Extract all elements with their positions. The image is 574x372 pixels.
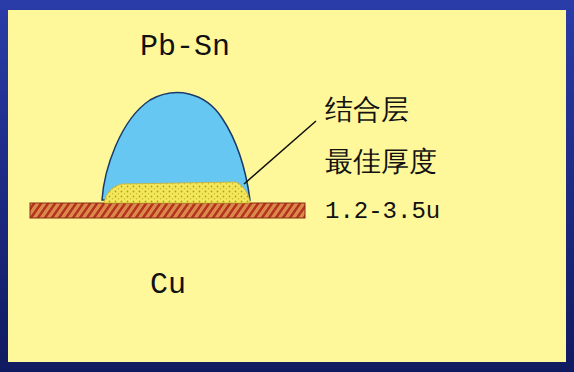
leader-line: [244, 121, 316, 184]
callout-label: 最佳厚度: [325, 148, 437, 176]
material-label: Pb-Sn: [140, 32, 230, 62]
dimension-label: 1.2-3.5u: [325, 200, 440, 224]
callout-label: 结合层: [325, 96, 409, 124]
copper-base: [30, 203, 305, 218]
bonding-layer: [104, 182, 250, 203]
material-label: Cu: [150, 270, 186, 300]
yellow-ground: [8, 10, 566, 362]
